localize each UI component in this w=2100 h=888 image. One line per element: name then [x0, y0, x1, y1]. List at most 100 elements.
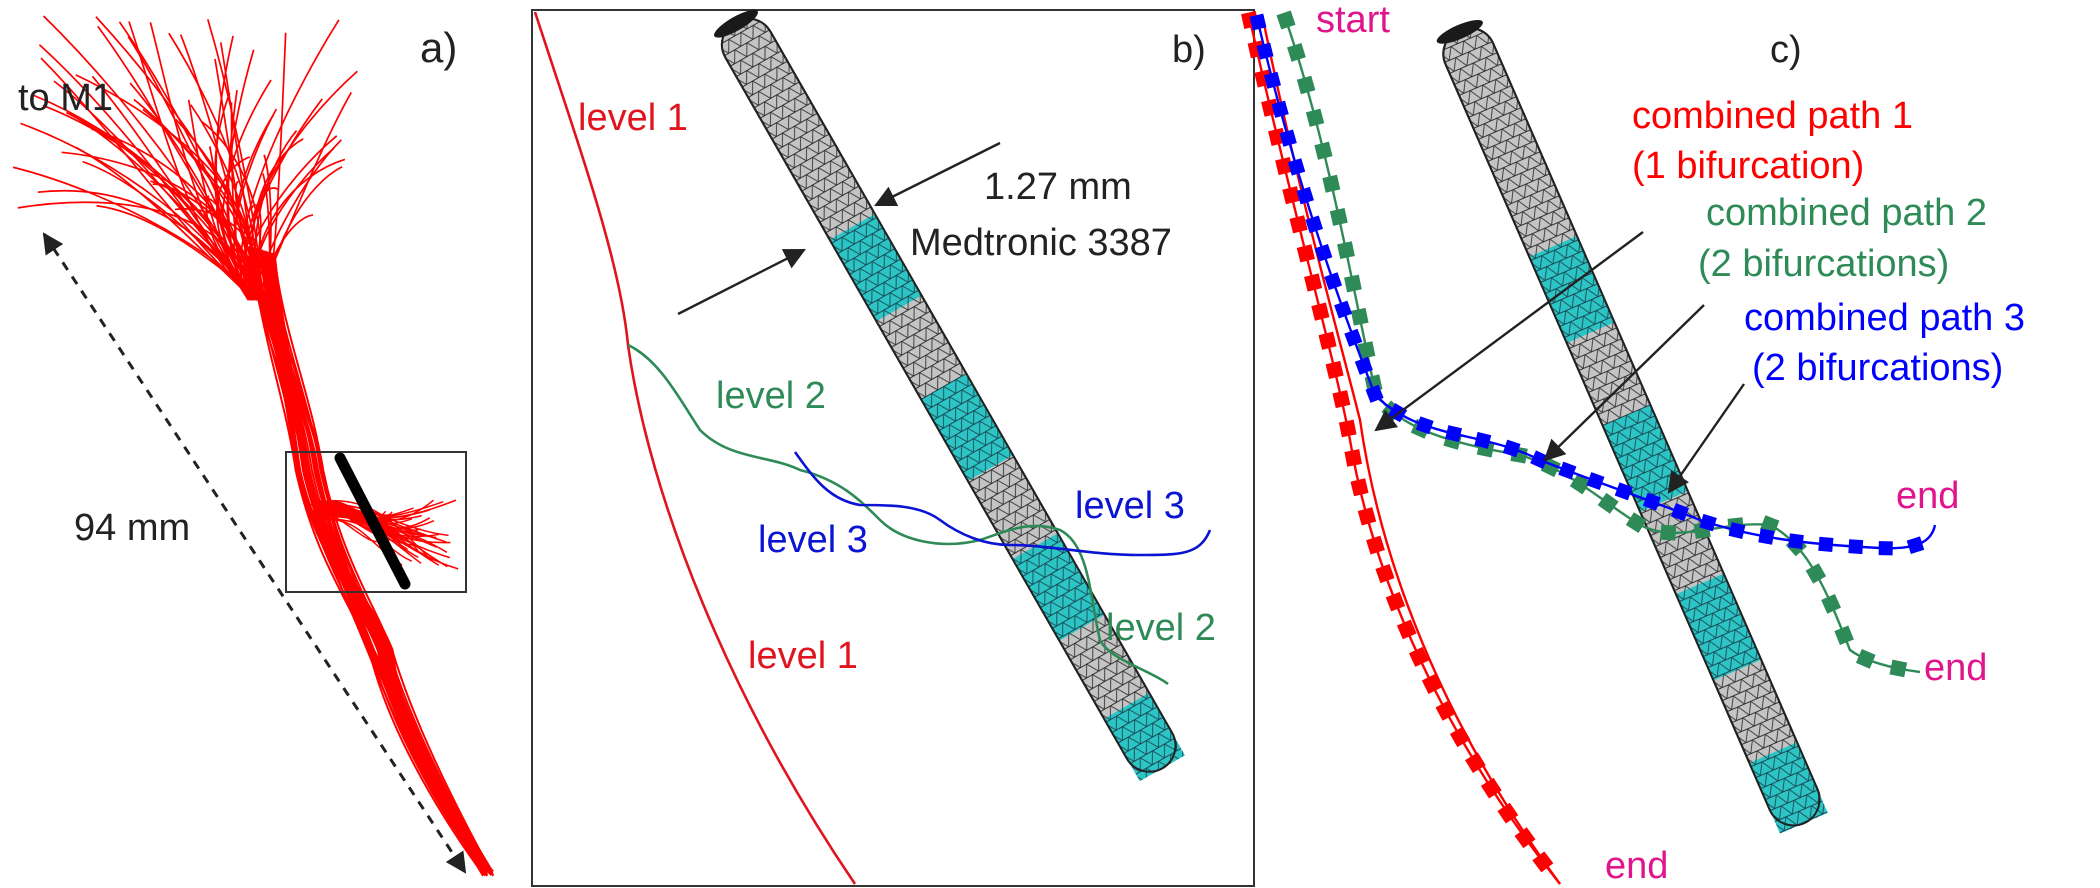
panel-b: b) 1.27 mm Medtronic 3387 level 1 level …: [531, 9, 1255, 887]
combined-path-3-marker: [1354, 356, 1373, 375]
level2-fiber: [627, 343, 1169, 686]
fiber-tract: [264, 250, 484, 873]
panel-b-frame: [531, 9, 1255, 887]
combined-path-1-marker: [1282, 186, 1301, 205]
combined-path-3-marker: [1788, 533, 1804, 549]
fiber-tract: [258, 249, 491, 875]
fiber-tract: [268, 252, 488, 873]
end-label-path3: end: [1896, 475, 1959, 517]
combined-path-2-marker: [1296, 75, 1316, 95]
combined-path-2-marker: [1597, 492, 1619, 514]
combined-path-1-marker: [1344, 449, 1363, 467]
diameter-label: 1.27 mm: [984, 166, 1132, 208]
combined-path-3-marker: [1249, 13, 1267, 31]
fiber-tract: [254, 247, 491, 872]
legend-path2: combined path 2 (2 bifurcations): [1698, 192, 1987, 285]
combined-path-1-marker: [1289, 215, 1308, 234]
combined-path-1-marker: [1465, 752, 1486, 773]
combined-path-3-marker: [1758, 528, 1775, 545]
combined-path-markers: [1241, 10, 1937, 885]
start-label: start: [1316, 0, 1390, 41]
fiber-tract: [270, 252, 489, 872]
fiber-tract: [267, 251, 487, 877]
combined-path-1-marker: [1275, 156, 1294, 176]
combined-path-1-marker: [1350, 478, 1369, 497]
level2-right-label: level 2: [1106, 607, 1216, 649]
combined-path-2-marker: [1305, 108, 1325, 127]
combined-path-1-marker: [1449, 726, 1471, 748]
combined-path-1-marker: [1311, 302, 1330, 321]
fiber-tract: [265, 251, 484, 874]
combined-path-3-marker: [1614, 482, 1633, 501]
target-label: to M1: [18, 77, 113, 119]
path3-pointer: [1667, 383, 1745, 494]
combined-path-3-marker: [1445, 425, 1463, 442]
fiber-tract: [265, 251, 487, 872]
combined-path-2-marker: [1344, 274, 1362, 293]
panel-a-label: a): [420, 24, 457, 71]
combined-path-3-marker: [1848, 539, 1864, 555]
combined-path-1-marker: [1296, 244, 1315, 263]
level1-top-label: level 1: [578, 97, 688, 139]
fiber-tract: [260, 249, 485, 876]
legend-title: combined path 2: [1706, 192, 1987, 234]
fiber-tract: [265, 251, 494, 872]
fiber-tract: [273, 253, 495, 876]
fiber-tract: [263, 250, 488, 876]
distance-label: 94 mm: [74, 507, 190, 549]
legend-subtitle: (2 bifurcations): [1698, 243, 1949, 285]
fiber-tract: [254, 247, 492, 872]
combined-path-3-marker: [1502, 439, 1521, 458]
combined-path-1-marker: [1396, 619, 1417, 640]
fiber-tract: [262, 250, 489, 872]
combined-path-1-marker: [1421, 673, 1442, 694]
panel-a: a) to M1 94 mm: [12, 15, 495, 877]
combined-path-3-marker: [1906, 536, 1925, 554]
combined-path-3-marker: [1271, 100, 1289, 118]
combined-path-1-marker: [1532, 851, 1554, 873]
combined-path-1-marker: [1304, 273, 1323, 292]
combined-path-3-marker: [1878, 541, 1893, 556]
combined-path-1-marker: [1514, 827, 1536, 849]
level1-fiber: [533, 11, 857, 885]
combined-path-3-marker: [1324, 272, 1343, 291]
fiber-tract: [259, 249, 489, 873]
fiber-tract: [260, 249, 490, 872]
fiber-tract: [260, 249, 489, 876]
combined-path-3-marker: [1818, 536, 1834, 552]
path2-pointer: [1543, 304, 1705, 462]
legend-path1: combined path 1 (1 bifurcation): [1632, 95, 1913, 187]
combined-path-2-marker: [1569, 473, 1591, 495]
fiber-tract: [254, 247, 489, 874]
legend-path3: combined path 3 (2 bifurcations): [1744, 297, 2025, 389]
combined-path-3-marker: [1474, 431, 1492, 449]
level3-right-label: level 3: [1075, 485, 1185, 527]
fiber-tract: [271, 252, 487, 871]
fiber-tract: [260, 249, 484, 873]
panel-c: c) start end end end combined path 1 (1 …: [1241, 0, 2025, 887]
model-label: Medtronic 3387: [910, 222, 1172, 264]
distance-arrow: [42, 232, 467, 874]
path1-pointer: [1374, 231, 1644, 432]
fiber-tract: [259, 249, 494, 875]
combined-path-3-marker: [1344, 328, 1363, 347]
combined-path-3-marker: [1263, 71, 1281, 89]
fiber-tract: [269, 252, 493, 872]
combined-path-2-marker: [1329, 208, 1348, 226]
fiber-tract: [272, 253, 487, 874]
combined-path-1-marker: [1435, 700, 1456, 721]
combined-path-3-marker: [1296, 186, 1314, 205]
fiber-tract: [269, 252, 485, 871]
combined-path-2-marker: [1350, 307, 1369, 326]
combined-path-3-marker: [1287, 158, 1306, 176]
level3-fiber: [793, 451, 1212, 557]
combined-path-3-marker: [1256, 42, 1274, 60]
combined-path-1-marker: [1357, 507, 1377, 526]
fiber-tract: [273, 253, 489, 872]
combined-path-2-marker: [1821, 593, 1841, 614]
combined-path-1-marker: [1338, 419, 1357, 438]
combined-path-1-marker: [1480, 777, 1502, 799]
combined-path-1-marker: [1366, 535, 1385, 555]
combined-path-3-marker: [1728, 522, 1746, 539]
